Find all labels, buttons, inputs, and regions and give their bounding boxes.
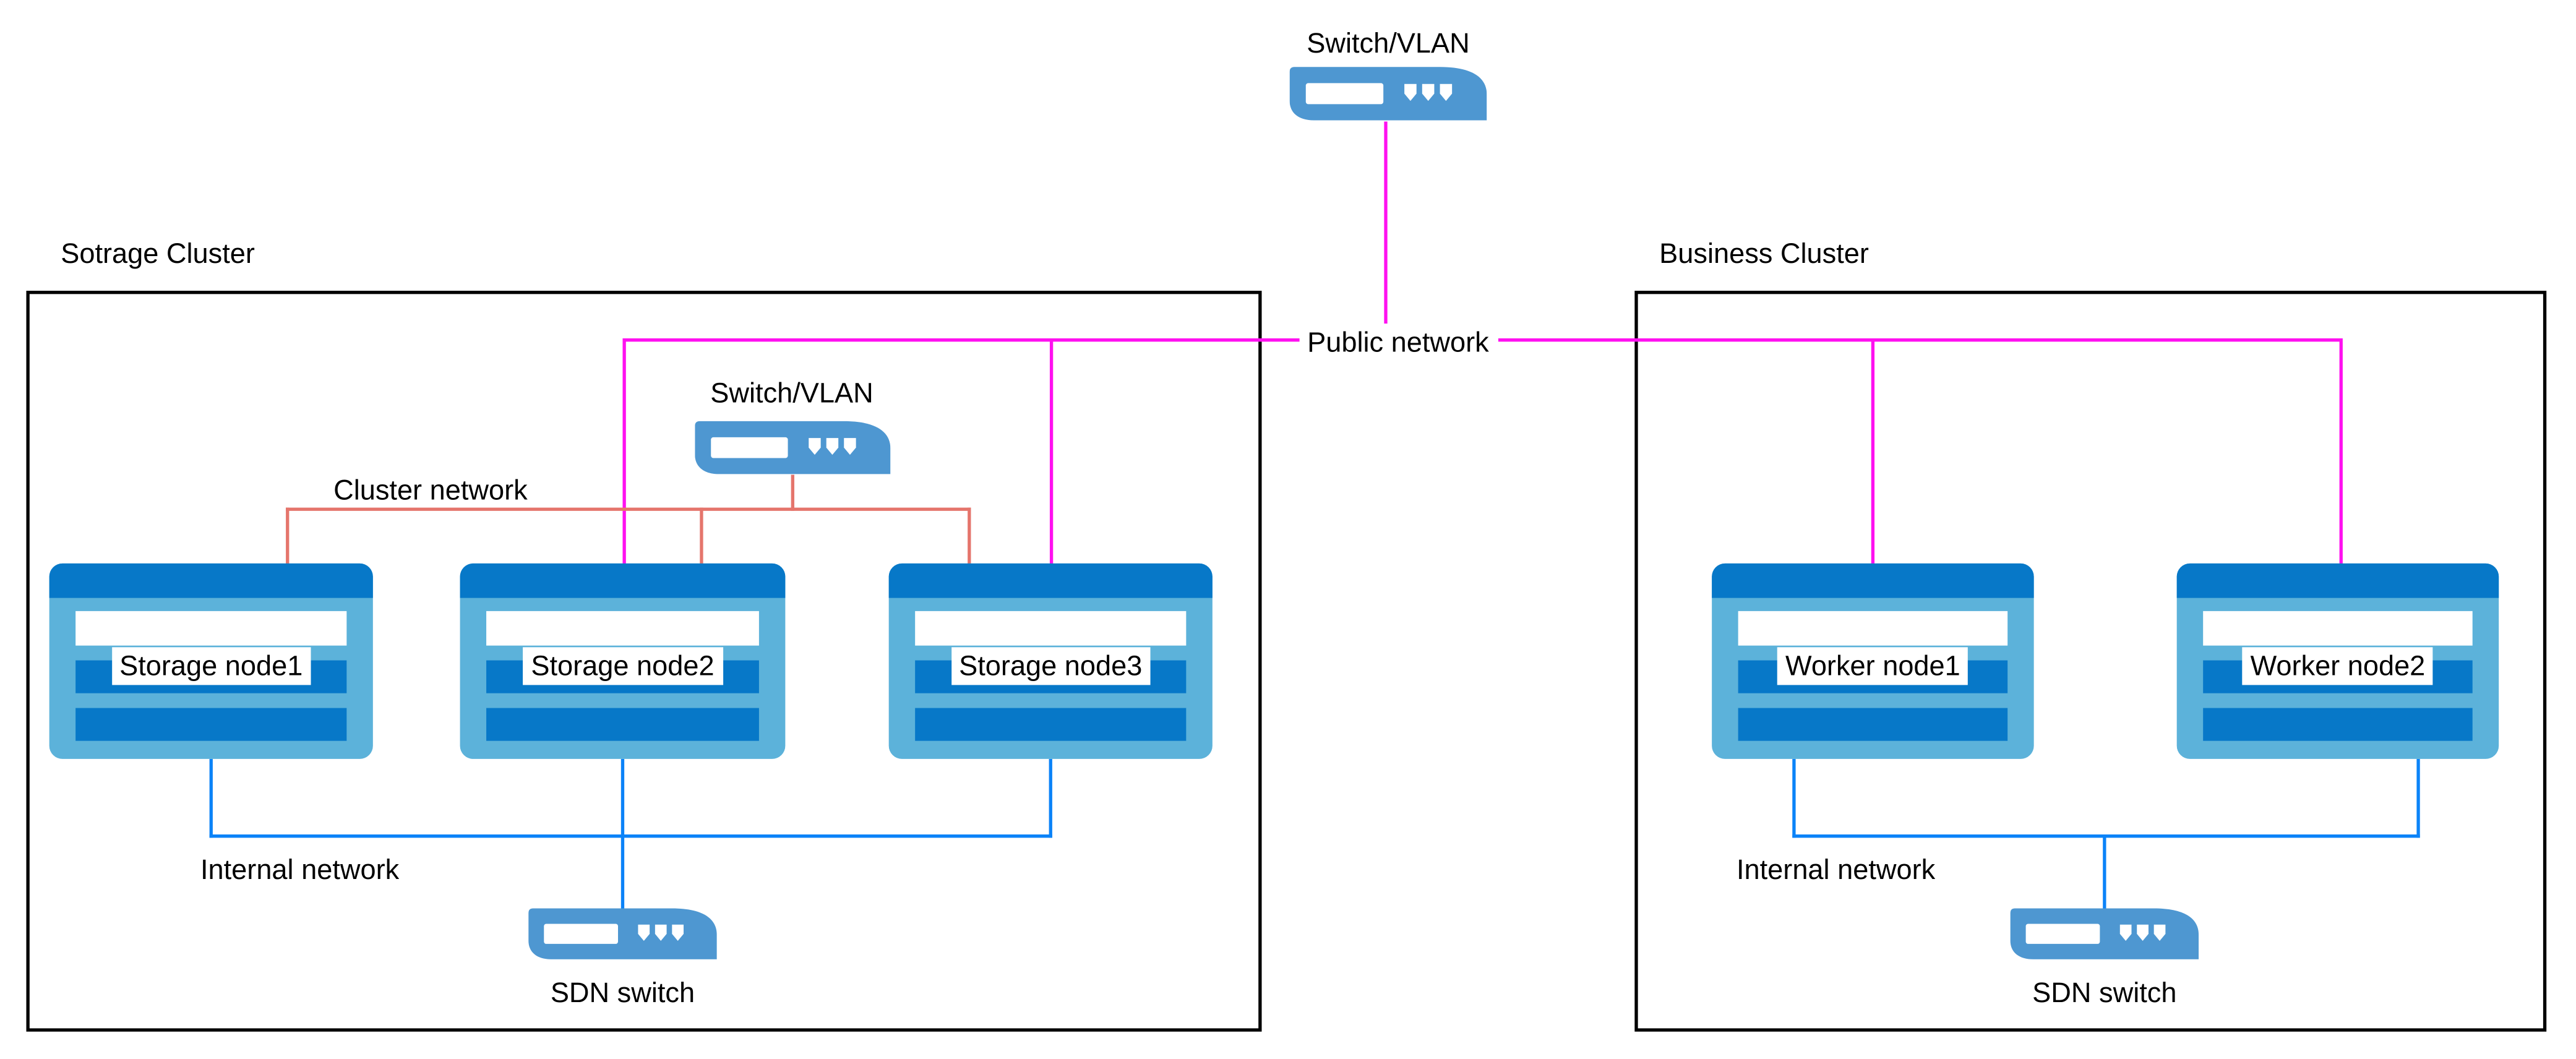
- switch-body: [1289, 67, 1487, 121]
- node-header-bar: [460, 563, 786, 598]
- storage-node-2-label: Storage node2: [523, 647, 723, 685]
- switch-port-icon: [1422, 84, 1435, 101]
- storage-sdn-switch-icon: [528, 908, 717, 959]
- switch-screen: [711, 437, 788, 458]
- switch-screen: [2025, 924, 2100, 944]
- storage-node-1-label: Storage node1: [111, 647, 311, 685]
- sdn-switch-label-storage: SDN switch: [550, 977, 695, 1009]
- node-header-bar: [1712, 563, 2034, 598]
- switch-body: [2010, 908, 2199, 959]
- storage-node-2: Storage node2: [460, 563, 786, 759]
- switch-port-icon: [1404, 84, 1417, 101]
- public-network-label: Public network: [1307, 327, 1489, 358]
- switch-port-icon: [2119, 924, 2132, 941]
- business-sdn-switch-icon: [2010, 908, 2199, 959]
- switch-port-icon: [638, 924, 650, 941]
- business-cluster-title: Business Cluster: [1659, 238, 1869, 270]
- switch-body: [528, 908, 717, 959]
- switch-port-icon: [655, 924, 667, 941]
- worker-node-1: Worker node1: [1712, 563, 2034, 759]
- switch-port-icon: [2137, 924, 2149, 941]
- storage-node-3: Storage node3: [888, 563, 1213, 759]
- storage-switch-icon: [695, 421, 891, 474]
- switch-port-icon: [672, 924, 684, 941]
- cluster-network-label: Cluster network: [333, 474, 528, 506]
- node-header-bar: [49, 563, 373, 598]
- worker-node-2-label: Worker node2: [2242, 647, 2434, 685]
- node-screen: [1738, 611, 2008, 646]
- node-header-bar: [2176, 563, 2499, 598]
- switch-port-icon: [826, 438, 839, 455]
- internal-network-label-storage: Internal network: [200, 854, 400, 886]
- storage-cluster-title: Sotrage Cluster: [61, 238, 255, 270]
- worker-node-1-label: Worker node1: [1777, 647, 1969, 685]
- internal-network-label-business: Internal network: [1736, 854, 1936, 886]
- node-disk-bar: [75, 708, 347, 741]
- node-disk-bar: [2203, 708, 2473, 741]
- node-disk-bar: [486, 708, 759, 741]
- storage-cluster-box: [26, 291, 1262, 1032]
- storage-node-3-label: Storage node3: [950, 647, 1151, 685]
- business-cluster-box: [1634, 291, 2547, 1032]
- switch-port-icon: [809, 438, 821, 455]
- node-screen: [75, 611, 347, 646]
- sdn-switch-label-business: SDN switch: [2032, 977, 2177, 1009]
- switch-port-icon: [844, 438, 856, 455]
- storage-switch-label: Switch/VLAN: [710, 377, 874, 409]
- node-screen: [915, 611, 1187, 646]
- top-switch-icon: [1289, 67, 1487, 121]
- node-header-bar: [888, 563, 1213, 598]
- storage-node-1: Storage node1: [49, 563, 373, 759]
- switch-screen: [1305, 83, 1384, 105]
- worker-node-2: Worker node2: [2176, 563, 2499, 759]
- node-disk-bar: [1738, 708, 2008, 741]
- node-screen: [2203, 611, 2473, 646]
- switch-body: [695, 421, 891, 474]
- switch-screen: [544, 924, 618, 944]
- node-disk-bar: [915, 708, 1187, 741]
- switch-port-icon: [2153, 924, 2166, 941]
- switch-port-icon: [1440, 84, 1453, 101]
- top-switch-label: Switch/VLAN: [1307, 28, 1470, 59]
- node-screen: [486, 611, 759, 646]
